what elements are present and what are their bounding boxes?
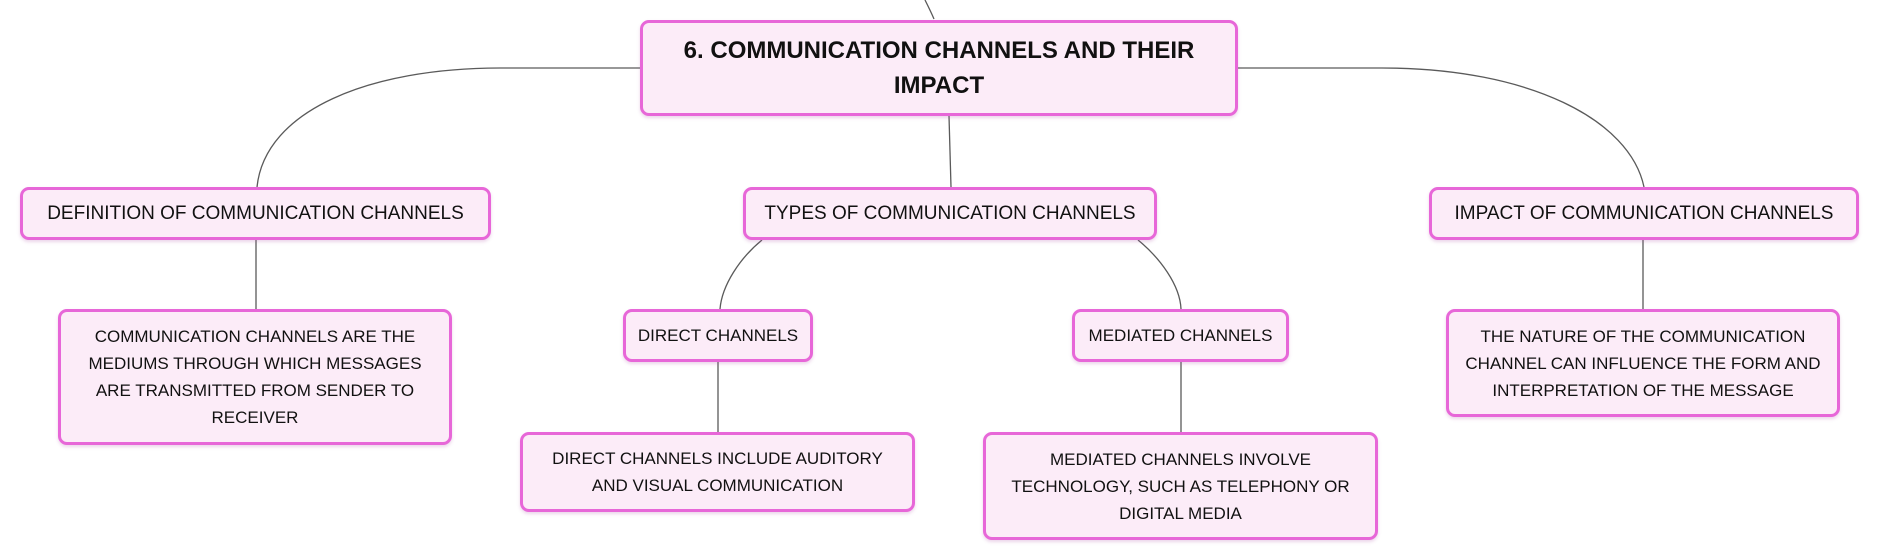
root-topic-label: 6. COMMUNICATION CHANNELS AND THEIR IMPA… <box>683 37 1195 99</box>
mediated-channels-detail-label: MEDIATED CHANNELS INVOLVE TECHNOLOGY, SU… <box>1011 449 1350 523</box>
mediated-channels-detail-node[interactable]: MEDIATED CHANNELS INVOLVE TECHNOLOGY, SU… <box>983 432 1378 540</box>
impact-topic-node[interactable]: IMPACT OF COMMUNICATION CHANNELS <box>1429 187 1859 240</box>
connector-types-to-mediated <box>1137 239 1182 310</box>
mediated-channels-label: MEDIATED CHANNELS <box>1088 325 1273 345</box>
direct-channels-detail-label: DIRECT CHANNELS INCLUDE AUDITORY AND VIS… <box>552 449 883 495</box>
types-topic-label: TYPES OF COMMUNICATION CHANNELS <box>764 202 1136 224</box>
definition-detail-label: COMMUNICATION CHANNELS ARE THE MEDIUMS T… <box>88 327 422 427</box>
connector-root-to-parent <box>924 0 935 20</box>
definition-topic-label: DEFINITION OF COMMUNICATION CHANNELS <box>47 202 464 224</box>
direct-channels-node[interactable]: DIRECT CHANNELS <box>623 309 813 362</box>
impact-detail-node[interactable]: THE NATURE OF THE COMMUNICATION CHANNEL … <box>1446 309 1840 417</box>
connector-root-to-types <box>948 115 952 188</box>
mediated-channels-node[interactable]: MEDIATED CHANNELS <box>1072 309 1289 362</box>
direct-channels-label: DIRECT CHANNELS <box>637 325 799 345</box>
definition-topic-node[interactable]: DEFINITION OF COMMUNICATION CHANNELS <box>20 187 491 240</box>
types-topic-node[interactable]: TYPES OF COMMUNICATION CHANNELS <box>743 187 1157 240</box>
connector-root-to-impact <box>1238 67 1645 188</box>
root-topic-node[interactable]: 6. COMMUNICATION CHANNELS AND THEIR IMPA… <box>640 20 1238 116</box>
impact-detail-label: THE NATURE OF THE COMMUNICATION CHANNEL … <box>1465 326 1821 400</box>
direct-channels-detail-node[interactable]: DIRECT CHANNELS INCLUDE AUDITORY AND VIS… <box>520 432 915 512</box>
connector-root-to-definition <box>256 67 640 188</box>
definition-detail-node[interactable]: COMMUNICATION CHANNELS ARE THE MEDIUMS T… <box>58 309 452 445</box>
impact-topic-label: IMPACT OF COMMUNICATION CHANNELS <box>1454 202 1834 224</box>
connector-types-to-direct <box>719 239 763 310</box>
